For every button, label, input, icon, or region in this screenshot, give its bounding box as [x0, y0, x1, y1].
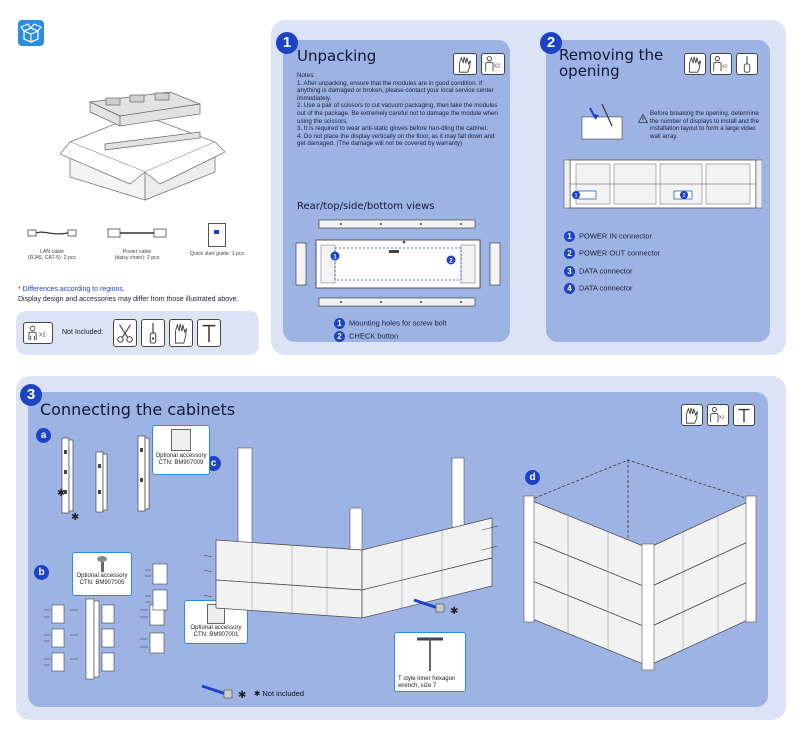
- svg-text:1: 1: [333, 255, 337, 261]
- legend-num: 4: [564, 283, 575, 294]
- unpacking-inner: [283, 40, 510, 342]
- legend-text: CHECK button: [349, 331, 399, 341]
- removing-warning: Before breaking the opening, determine t…: [650, 110, 760, 140]
- note-2: 2. Use a pair of scissors to cut vacuum …: [297, 102, 498, 125]
- power-cable-label: Power cable (daisy chain): 2 pcs: [114, 249, 160, 261]
- svg-text:X2: X2: [722, 64, 728, 69]
- svg-text:✱: ✱: [450, 606, 458, 617]
- legend-num: 2: [334, 331, 345, 342]
- gloves-icon: [169, 319, 193, 347]
- hinge-icon: [171, 429, 191, 451]
- svg-text:X2: X2: [494, 64, 500, 70]
- svg-text:X2: X2: [719, 415, 725, 420]
- notes-heading: Notes:: [297, 72, 315, 79]
- brackets-a-illustration: ✱ ✱: [56, 430, 156, 523]
- person-icon: X2: [707, 404, 729, 426]
- gloves-icon: [684, 53, 706, 75]
- views-title: Rear/top/side/bottom views: [297, 201, 435, 212]
- screwdriver-icon: [141, 319, 165, 347]
- cabinet-views-diagram: 1 2: [291, 218, 505, 310]
- guide-icon: [208, 223, 226, 247]
- legend-text: DATA connector: [579, 266, 633, 276]
- person-icon: X2: [710, 53, 732, 75]
- note-1: 1. After unpacking, ensure that the modu…: [297, 79, 494, 102]
- legend-text: POWER OUT connector: [579, 248, 661, 258]
- lan-cable-item: LAN cable (RJ45, CAT-5): 2 pcs: [22, 226, 82, 261]
- note-3: 3. It is required to wear anti-static gl…: [297, 125, 488, 133]
- removing-legend-4: 4 DATA connector: [564, 283, 633, 294]
- sub-d-badge: d: [525, 470, 540, 485]
- step-1-badge: 1: [276, 32, 298, 54]
- legend-text: Mounting holes for screw bolt: [349, 318, 447, 328]
- step-3-badge: 3: [20, 384, 42, 406]
- person-icon: X2: [481, 53, 505, 75]
- legend-text: POWER IN connector: [579, 231, 652, 241]
- unpacking-legend-1: 1 Mounting holes for screw bolt: [334, 318, 447, 329]
- callout-a: Optional accessory CTN: BM907009: [152, 425, 210, 475]
- lan-cable-label: LAN cable (RJ45, CAT-5): 2 pcs: [27, 249, 77, 261]
- removing-legend-3: 3 DATA connector: [564, 266, 633, 277]
- wrench-illustration-c: ✱: [412, 594, 462, 618]
- legend-num: 3: [564, 266, 575, 277]
- brackets-b-right: [143, 560, 183, 620]
- quick-start-label: Quick start guide: 1 pcs: [189, 251, 245, 257]
- hex-wrench-icon: [197, 319, 221, 347]
- callout-wrench: T style inner hexagon wrench, size 7: [394, 632, 466, 692]
- legend-text: DATA connector: [579, 283, 633, 293]
- gloves-icon: [453, 53, 477, 75]
- not-included-panel: X2 Not Included:: [16, 311, 259, 355]
- cabinets-c-illustration: [202, 440, 502, 630]
- quick-start-item: Quick start guide: 1 pcs: [184, 223, 250, 257]
- box-icon: [18, 20, 44, 46]
- removing-title: Removing the opening: [559, 46, 664, 80]
- callout-wrench-text: T style inner hexagon wrench, size 7: [398, 676, 456, 689]
- svg-text:✱: ✱: [57, 488, 65, 499]
- svg-text:2: 2: [449, 259, 453, 265]
- display-note: Display design and accessories may diffe…: [18, 296, 239, 303]
- legend-num: 1: [334, 318, 345, 329]
- removing-legend-1: 1 POWER IN connector: [564, 231, 652, 242]
- bolt-icon: [97, 556, 107, 572]
- cabinets-d-illustration: [518, 452, 764, 682]
- wrench-illustration-b: ✱: [200, 680, 250, 702]
- step-2-badge: 2: [540, 32, 562, 54]
- svg-text:✱: ✱: [238, 690, 246, 701]
- not-included-note: ✱ Not included: [254, 689, 305, 698]
- svg-text:2: 2: [682, 193, 685, 199]
- opening-diagram: 1 2: [562, 102, 763, 212]
- legend-num: 1: [564, 231, 575, 242]
- region-note: * Differences according to regions.: [18, 286, 125, 293]
- removing-legend-2: 2 POWER OUT connector: [564, 248, 660, 259]
- note-4: 4. Do not place the display vertically o…: [297, 132, 495, 148]
- screwdriver-icon: [736, 53, 758, 75]
- connecting-title: Connecting the cabinets: [40, 400, 236, 419]
- svg-text:1: 1: [574, 193, 577, 199]
- svg-text:✱: ✱: [71, 512, 79, 520]
- hex-wrench-icon: [733, 404, 755, 426]
- callout-a-text: Optional accessory CTN: BM907009: [155, 453, 207, 466]
- gloves-icon: [681, 404, 703, 426]
- unpacking-notes: Notes: 1. After unpacking, ensure that t…: [297, 72, 504, 148]
- unpacking-legend-2: 2 CHECK button: [334, 331, 398, 342]
- callout-b1: Optional accessory CTN: BM907005: [72, 552, 132, 596]
- not-included-label: Not Included:: [62, 329, 104, 336]
- t-wrench-icon: [417, 637, 443, 671]
- legend-num: 2: [564, 248, 575, 259]
- sub-b-badge: b: [34, 565, 49, 580]
- callout-b1-text: Optional accessory CTN: BM907005: [76, 573, 128, 586]
- sub-a-badge: a: [36, 428, 51, 443]
- package-illustration: [59, 91, 226, 202]
- person-icon: X2: [23, 322, 53, 344]
- unpacking-title: Unpacking: [297, 47, 377, 65]
- scissors-icon: [113, 319, 137, 347]
- svg-text:X2: X2: [39, 333, 46, 339]
- callout-b2-text: Optional accessory CTN: BM907001: [190, 625, 242, 638]
- power-cable-item: Power cable (daisy chain): 2 pcs: [106, 226, 168, 261]
- warning-icon: [637, 110, 649, 123]
